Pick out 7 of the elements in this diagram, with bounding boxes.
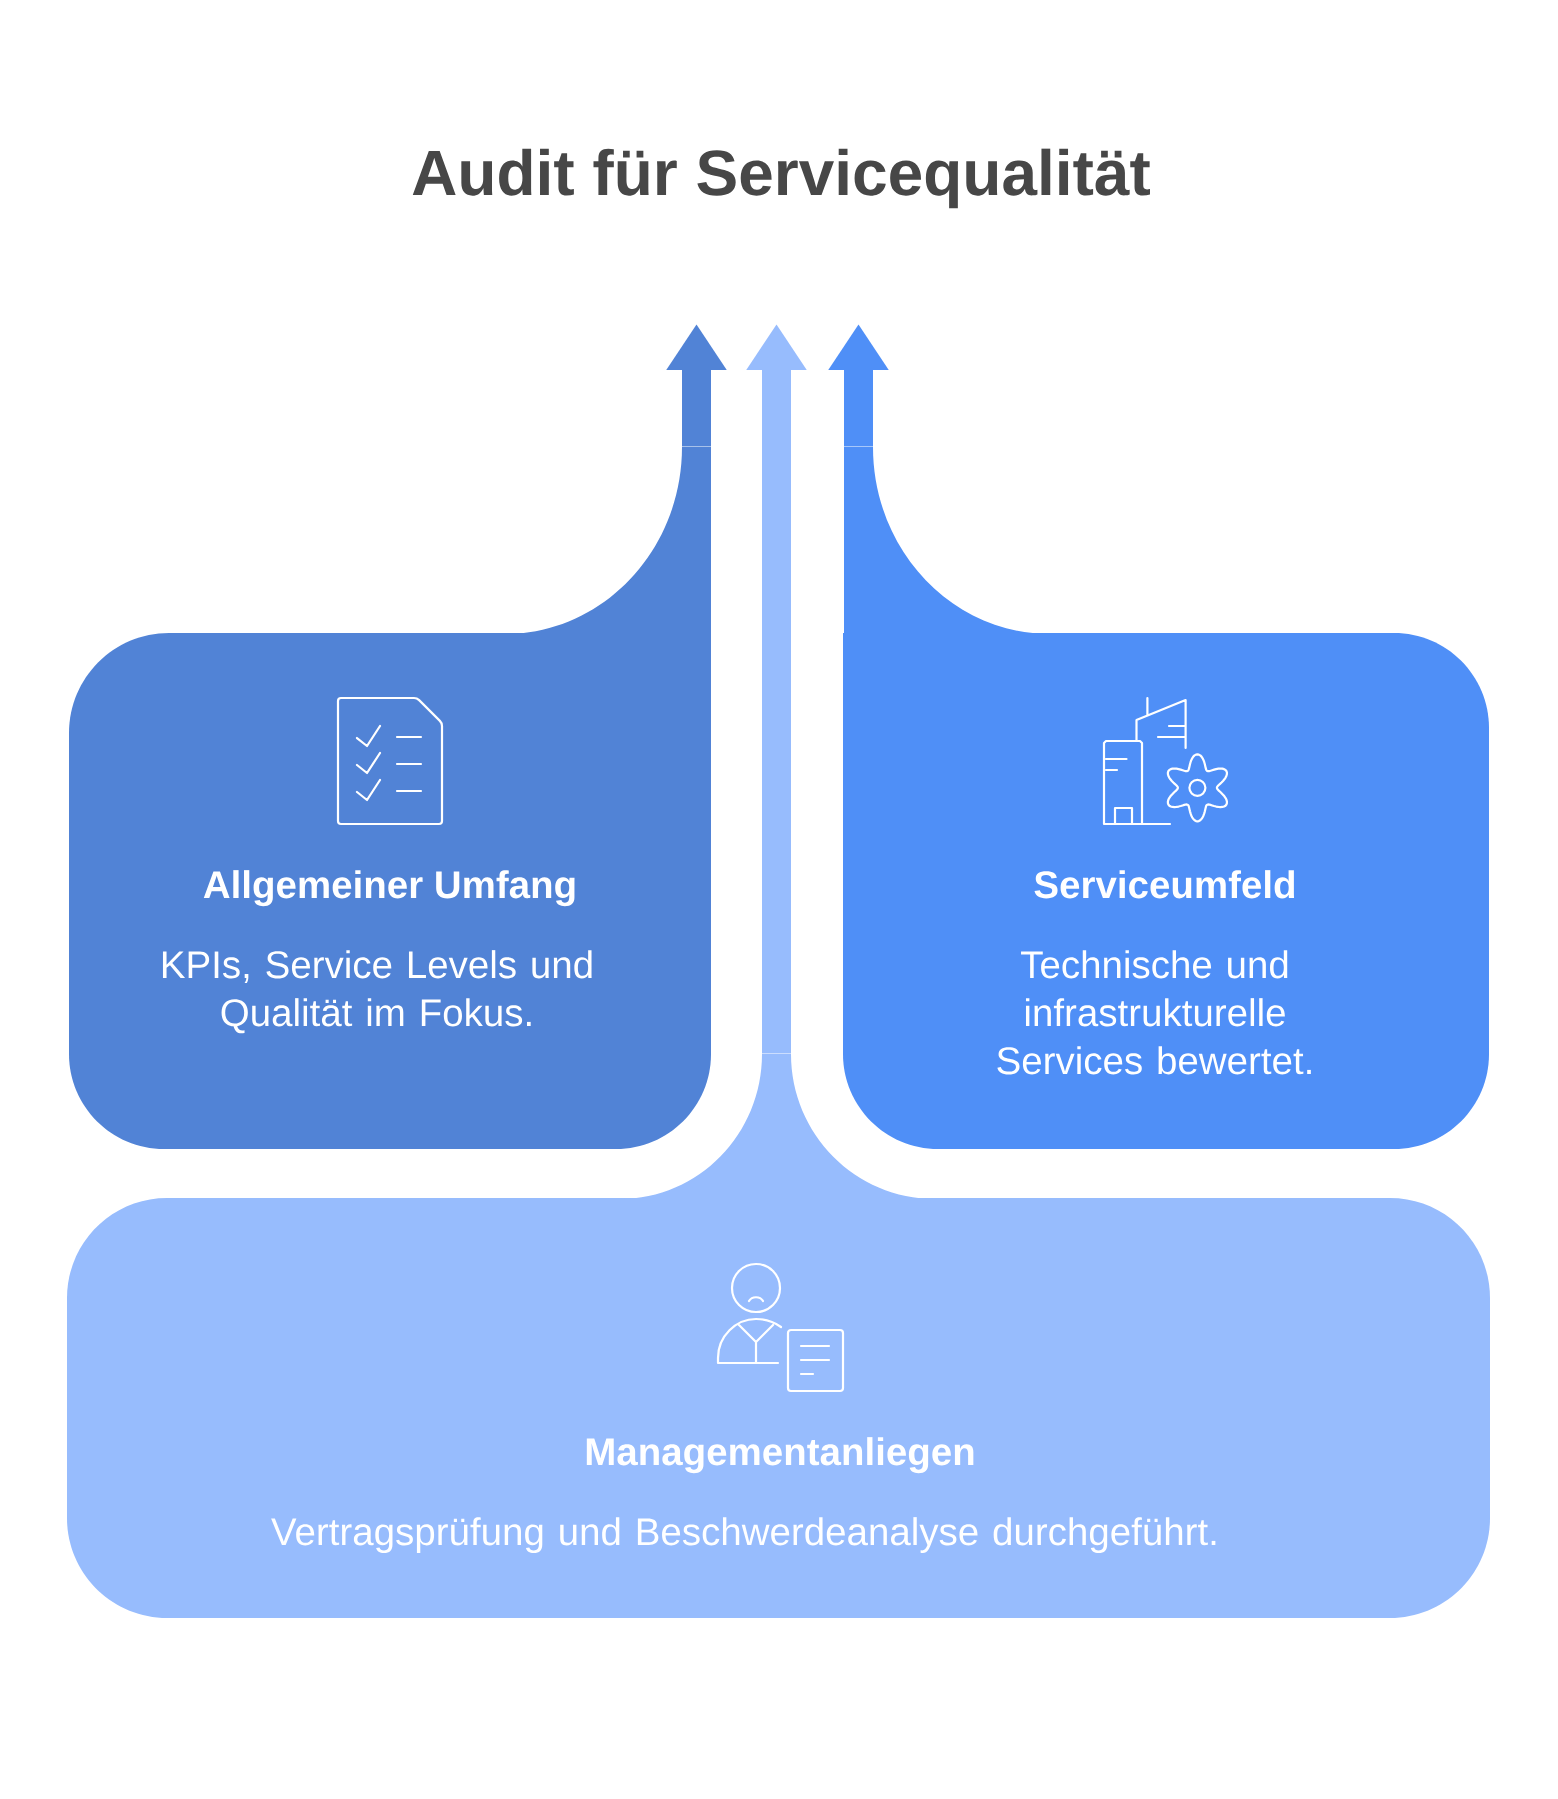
- heading: Serviceumfeld: [1034, 870, 1295, 899]
- body-text: Technische und infrastrukturelle Services bewertet.: [997, 950, 1311, 1075]
- title: Audit für Servicequalität: [412, 148, 1150, 209]
- body-text: KPIs, Service Levels und Qualität im Fokus.: [162, 950, 592, 1034]
- heading: Managementanliegen: [586, 1437, 974, 1474]
- heading: Allgemeiner Umfang: [203, 870, 575, 907]
- body-text: Vertragsprüfung und Beschwerdeanalyse durchgeführt.: [271, 1517, 1216, 1553]
